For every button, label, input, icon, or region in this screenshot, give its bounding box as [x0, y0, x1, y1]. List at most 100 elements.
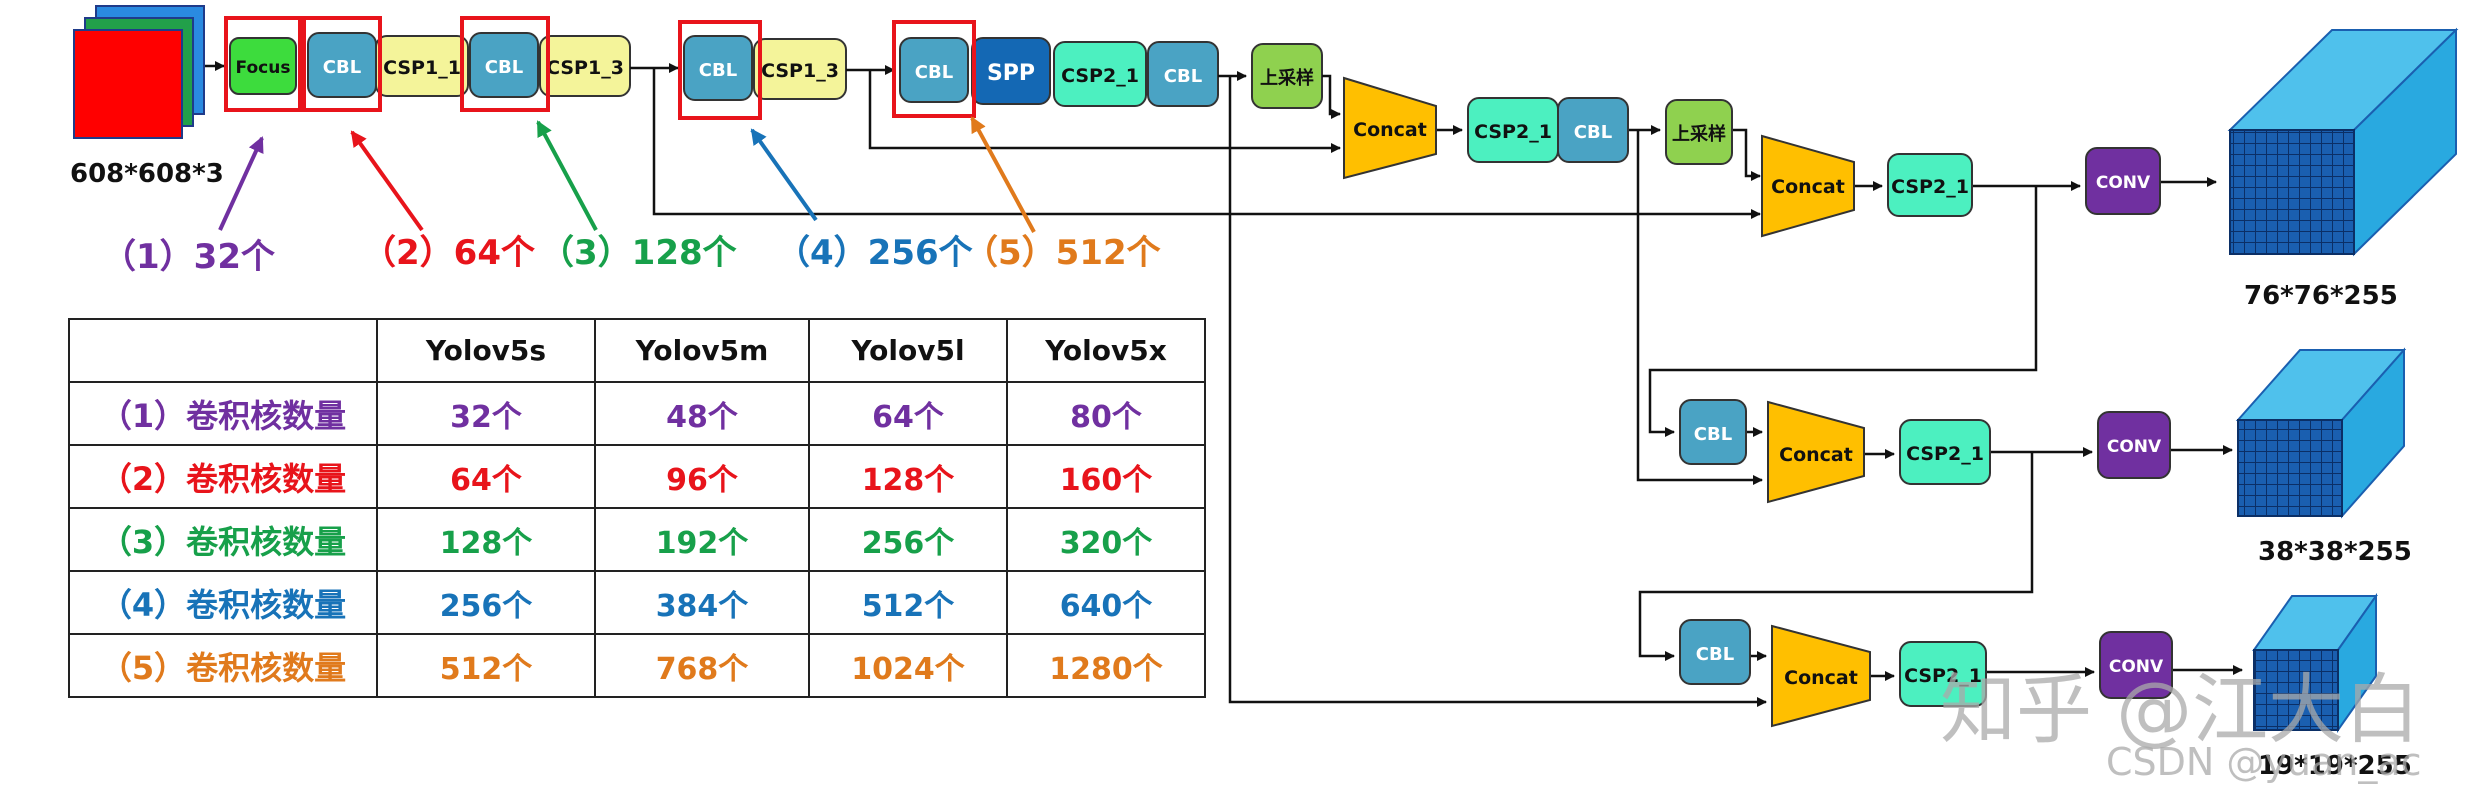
- conv-block-2: CONV: [2097, 411, 2171, 479]
- cbl-block-8: CBL: [1679, 619, 1751, 685]
- csp2-1-block-3: CSP2_1: [1887, 153, 1973, 217]
- table-cell: 128个: [376, 507, 596, 572]
- cbl-block-1: CBL: [307, 32, 377, 98]
- svg-text:CBL: CBL: [485, 57, 523, 78]
- annotation-2: （2）64个: [362, 233, 535, 273]
- table-cell: 640个: [1006, 570, 1206, 635]
- table-cell: 512个: [808, 570, 1008, 635]
- svg-text:CONV: CONV: [2096, 173, 2151, 193]
- output-cube-large: [2227, 27, 2459, 257]
- cbl-block-7: CBL: [1679, 399, 1747, 465]
- cbl-block-3: CBL: [683, 35, 753, 101]
- table-header-cell: Yolov5m: [594, 318, 810, 383]
- table-header-cell: Yolov5s: [376, 318, 596, 383]
- svg-text:CSP1_1: CSP1_1: [383, 57, 461, 79]
- cbl-block-5: CBL: [1147, 41, 1219, 107]
- input-image-stack: [73, 5, 205, 139]
- svg-text:Concat: Concat: [1784, 667, 1858, 689]
- output-cube-medium: [2235, 347, 2407, 519]
- table-cell: 1280个: [1006, 633, 1206, 698]
- svg-text:CBL: CBL: [1694, 424, 1732, 445]
- svg-text:Concat: Concat: [1353, 119, 1427, 141]
- cbl-block-2: CBL: [469, 32, 539, 98]
- concat-block-3: Concat: [1767, 400, 1865, 504]
- csdn-watermark: CSDN @yuan_ac: [2106, 740, 2422, 784]
- conv-block-1: CONV: [2085, 147, 2161, 215]
- svg-text:CSP1_3: CSP1_3: [761, 60, 839, 82]
- upsample-block-1: 上采样: [1251, 43, 1323, 109]
- annotation-1: （1）32个: [102, 237, 275, 277]
- svg-text:上采样: 上采样: [1672, 123, 1726, 145]
- concat-block-1: Concat: [1343, 76, 1437, 180]
- svg-text:CBL: CBL: [1696, 644, 1734, 665]
- table-cell: 384个: [594, 570, 810, 635]
- svg-text:CBL: CBL: [323, 57, 361, 78]
- csp1-3-block-2: CSP1_3: [753, 38, 847, 100]
- table-cell: 32个: [376, 381, 596, 446]
- conv-block-3: CONV: [2099, 631, 2173, 699]
- concat-block-2: Concat: [1761, 134, 1855, 238]
- kernel-count-table: Yolov5s Yolov5m Yolov5l Yolov5x （1）卷积核数量…: [68, 318, 1206, 698]
- focus-block: Focus: [229, 37, 297, 95]
- spp-block: SPP: [971, 37, 1051, 105]
- output-large-label: 76*76*255: [2244, 281, 2398, 311]
- csp2-1-block-4: CSP2_1: [1899, 419, 1991, 485]
- svg-text:Concat: Concat: [1771, 176, 1845, 198]
- table-header-cell: [68, 318, 378, 383]
- table-header-cell: Yolov5x: [1006, 318, 1206, 383]
- cbl-block-6: CBL: [1557, 97, 1629, 163]
- svg-text:CSP2_1: CSP2_1: [1891, 176, 1969, 198]
- table-cell: 80个: [1006, 381, 1206, 446]
- csp2-1-block-5: CSP2_1: [1899, 641, 1987, 707]
- svg-text:CONV: CONV: [2109, 657, 2164, 677]
- csp1-3-block: CSP1_3: [539, 35, 631, 97]
- svg-text:CBL: CBL: [699, 60, 737, 81]
- annotation-4: （4）256个: [776, 233, 973, 273]
- output-medium-label: 38*38*255: [2258, 537, 2412, 567]
- csp1-1-block: CSP1_1: [375, 35, 469, 97]
- svg-text:CBL: CBL: [1574, 122, 1612, 143]
- table-cell: 768个: [594, 633, 810, 698]
- table-cell: 160个: [1006, 444, 1206, 509]
- annotation-3: （3）128个: [540, 233, 737, 273]
- row-label-cell: （5）卷积核数量: [68, 633, 378, 698]
- svg-text:Concat: Concat: [1779, 444, 1853, 466]
- highlight-boxes: [224, 16, 976, 120]
- upsample-block-2: 上采样: [1665, 99, 1733, 165]
- svg-text:CBL: CBL: [1164, 66, 1202, 87]
- table-cell: 256个: [808, 507, 1008, 572]
- concat-block-4: Concat: [1771, 624, 1871, 728]
- zhihu-watermark: 知乎 @江大白: [1940, 665, 2421, 754]
- svg-text:CSP2_1: CSP2_1: [1061, 65, 1139, 87]
- svg-text:Focus: Focus: [236, 58, 291, 78]
- csp2-1-block-1: CSP2_1: [1053, 41, 1147, 107]
- svg-text:CONV: CONV: [2107, 437, 2162, 457]
- svg-text:上采样: 上采样: [1260, 67, 1314, 89]
- table-header-cell: Yolov5l: [808, 318, 1008, 383]
- table-cell: 128个: [808, 444, 1008, 509]
- row-label-cell: （1）卷积核数量: [68, 381, 378, 446]
- csp2-1-block-2: CSP2_1: [1467, 97, 1559, 163]
- table-cell: 64个: [808, 381, 1008, 446]
- table-cell: 192个: [594, 507, 810, 572]
- table-cell: 512个: [376, 633, 596, 698]
- output-small-label: 19*19*255: [2258, 751, 2412, 781]
- output-cube-small: [2252, 592, 2378, 734]
- table-cell: 96个: [594, 444, 810, 509]
- cbl-block-4: CBL: [899, 37, 969, 103]
- svg-text:CSP1_3: CSP1_3: [546, 57, 624, 79]
- svg-text:CSP2_1: CSP2_1: [1474, 121, 1552, 143]
- row-label-cell: （2）卷积核数量: [68, 444, 378, 509]
- table-cell: 64个: [376, 444, 596, 509]
- table-cell: 256个: [376, 570, 596, 635]
- svg-text:CBL: CBL: [915, 62, 953, 83]
- input-size-label: 608*608*3: [70, 159, 224, 189]
- table-cell: 320个: [1006, 507, 1206, 572]
- row-label-cell: （3）卷积核数量: [68, 507, 378, 572]
